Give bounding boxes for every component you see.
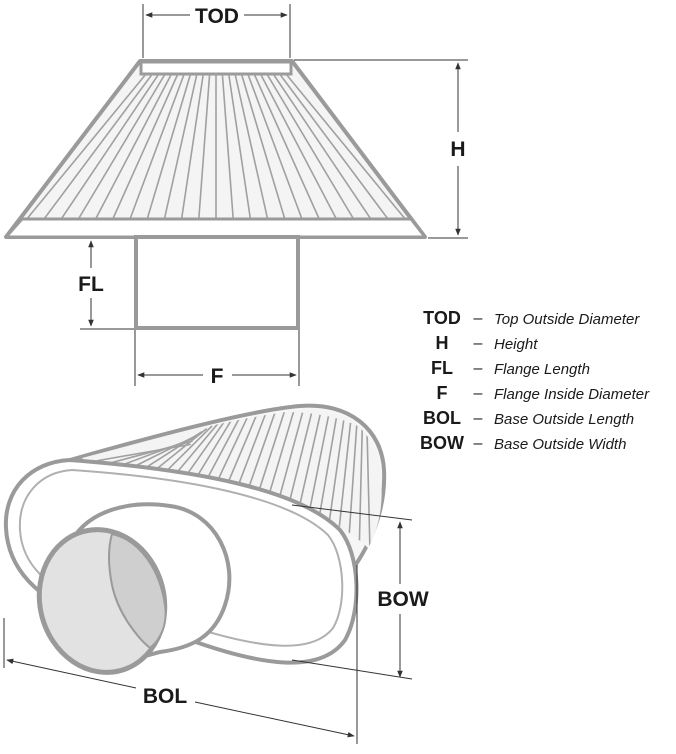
oval-pleat-line [358,428,364,548]
pleat-line [266,73,355,220]
f-dimension: F [134,330,300,388]
legend-dash: – [474,410,483,427]
pleat-line [25,73,147,220]
pleat-line [259,73,338,220]
pleat-line [247,73,304,220]
legend-key: FL [431,358,453,378]
legend-dash: – [474,310,483,327]
oval-pleat-line [326,420,345,539]
bow-dimension: BOW [291,504,429,680]
legend-dash: – [474,385,483,402]
legend-key: BOW [420,433,464,453]
pleat-line [77,73,166,220]
pleat-line [59,73,160,220]
legend-description: Base Outside Width [494,436,626,453]
fl-label: FL [78,273,104,296]
oval-view-filter [3,403,387,675]
filter-top-cap [139,60,293,76]
pleat-line [272,73,373,220]
bol-label: BOL [143,685,188,708]
pleat-line [111,73,179,220]
h-dimension: H [294,59,468,239]
legend-key: BOL [423,408,461,428]
f-label: F [211,365,224,388]
legend-description: Base Outside Length [494,411,634,428]
pleat-line [197,73,211,220]
legend-dash: – [474,435,483,452]
pleat-line [221,73,235,220]
bol-dimension: BOL [3,565,358,744]
pleat-line [240,73,286,220]
bow-label: BOW [377,588,429,611]
legend-description: Top Outside Diameter [494,311,640,328]
tod-label: TOD [195,5,239,28]
oval-pleat-line [366,431,371,548]
legend-description: Flange Inside Diameter [494,386,650,403]
legend-key: F [437,383,448,403]
legend-key: H [436,333,449,353]
pleat-line [128,73,185,220]
pleat-line [278,73,390,220]
legend-dash: – [474,360,483,377]
oval-pleat-line [347,425,358,546]
pleat-line [146,73,192,220]
legend-description: Height [494,336,538,353]
pleat-line [180,73,205,220]
flange [134,235,300,330]
pleat-line [163,73,198,220]
side-view-filter [4,59,427,330]
legend-dash: – [474,335,483,352]
oval-pleat-line [336,422,352,542]
legend-key: TOD [423,308,461,328]
pleat-line [94,73,173,220]
tod-dimension: TOD [142,4,291,58]
filter-pleats [25,73,407,220]
oval-flange-inner-wall [108,532,167,650]
legend-description: Flange Length [494,361,590,378]
pleat-line [42,73,154,220]
pleat-line [285,73,407,220]
legend: TOD–Top Outside DiameterH–HeightFL–Flang… [420,308,650,453]
pleat-line [227,73,252,220]
pleat-line [253,73,321,220]
h-label: H [450,138,465,161]
pleat-line [234,73,269,220]
fl-dimension: FL [78,240,134,330]
filter-base-band [4,217,427,239]
